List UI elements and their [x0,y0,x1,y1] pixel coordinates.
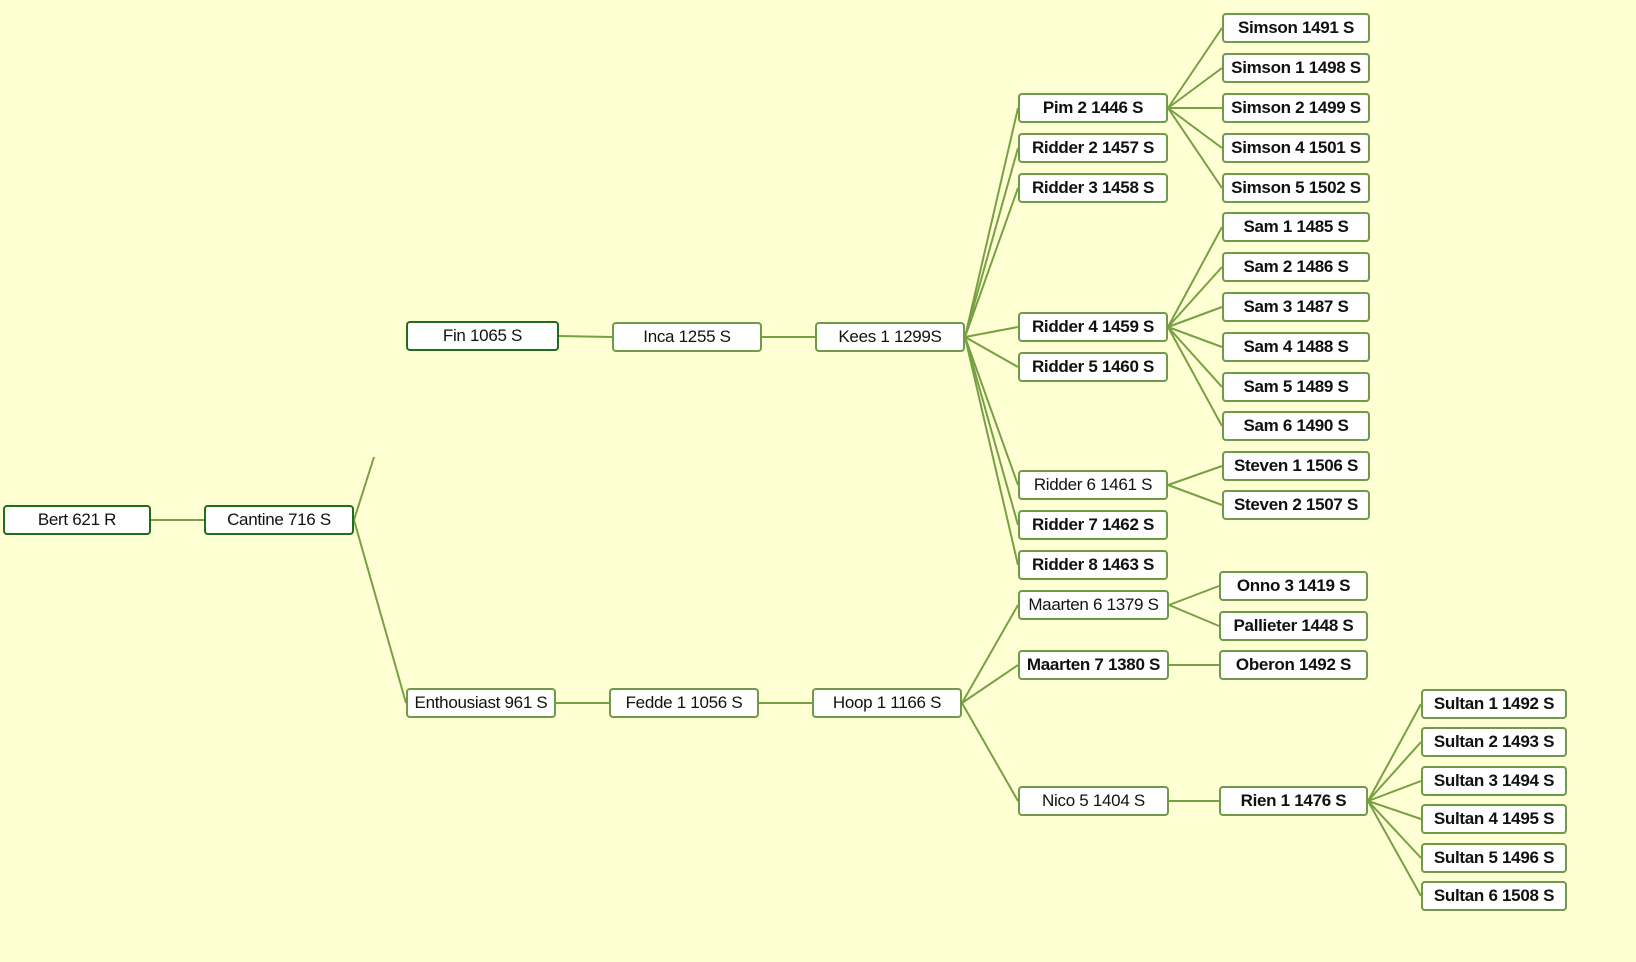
connector-rien1-sultan4 [1367,800,1422,820]
connector-ridder4-sam4 [1167,326,1223,348]
connector-kees-pim2 [964,107,1019,338]
node-sultan5[interactable]: Sultan 5 1496 S [1421,843,1567,873]
node-ridder3[interactable]: Ridder 3 1458 S [1018,173,1168,203]
connector-kees-ridder2 [964,147,1019,338]
node-cantine[interactable]: Cantine 716 S [204,505,354,535]
connector-fin-inca [558,335,613,338]
connector-rien1-sultan3 [1367,780,1422,802]
connector-kees-ridder3 [964,187,1019,338]
connector-kees-ridder7 [964,336,1019,526]
connector-pim2-simson5 [1167,107,1223,189]
node-sam1[interactable]: Sam 1 1485 S [1222,212,1370,242]
node-sultan3[interactable]: Sultan 3 1494 S [1421,766,1567,796]
connector-kees-ridder6 [964,336,1019,486]
node-ridder6[interactable]: Ridder 6 1461 S [1018,470,1168,500]
connector-hoop-nico5 [961,702,1019,802]
connector-hoop-maarten6 [961,604,1019,704]
node-sultan1[interactable]: Sultan 1 1492 S [1421,689,1567,719]
connector-rien1-sultan5 [1367,800,1422,859]
node-onno3[interactable]: Onno 3 1419 S [1219,571,1368,601]
node-oberon[interactable]: Oberon 1492 S [1219,650,1368,680]
connector-pim2-simson4 [1167,107,1223,149]
node-simson2[interactable]: Simson 2 1499 S [1222,93,1370,123]
node-sam5[interactable]: Sam 5 1489 S [1222,372,1370,402]
connector-pim2-simson [1167,27,1223,109]
connector-kees-ridder8 [964,336,1019,566]
node-simson5[interactable]: Simson 5 1502 S [1222,173,1370,203]
node-nico5[interactable]: Nico 5 1404 S [1018,786,1169,816]
connector-maarten6-pallieter [1168,604,1220,627]
connector-ridder4-sam6 [1167,326,1223,427]
node-rien1[interactable]: Rien 1 1476 S [1219,786,1368,816]
connector-ridder6-steven1 [1167,465,1223,486]
node-pim2[interactable]: Pim 2 1446 S [1018,93,1168,123]
node-sam2[interactable]: Sam 2 1486 S [1222,252,1370,282]
node-kees[interactable]: Kees 1 1299S [815,322,965,352]
node-fedde[interactable]: Fedde 1 1056 S [609,688,759,718]
connector-ridder4-sam3 [1167,306,1223,328]
connector-rien1-sultan1 [1367,703,1422,802]
node-ridder2[interactable]: Ridder 2 1457 S [1018,133,1168,163]
connector-ridder6-steven2 [1167,484,1223,506]
node-steven1[interactable]: Steven 1 1506 S [1222,451,1370,481]
node-hoop[interactable]: Hoop 1 1166 S [812,688,962,718]
node-ridder7[interactable]: Ridder 7 1462 S [1018,510,1168,540]
connector-fragment [353,456,375,521]
node-maarten6[interactable]: Maarten 6 1379 S [1018,590,1169,620]
node-sultan2[interactable]: Sultan 2 1493 S [1421,727,1567,757]
node-simson[interactable]: Simson 1491 S [1222,13,1370,43]
connector-pim2-simson1 [1167,67,1223,109]
node-ridder4[interactable]: Ridder 4 1459 S [1018,312,1168,342]
connector-maarten6-onno3 [1168,585,1220,606]
node-sam3[interactable]: Sam 3 1487 S [1222,292,1370,322]
node-steven2[interactable]: Steven 2 1507 S [1222,490,1370,520]
node-sam6[interactable]: Sam 6 1490 S [1222,411,1370,441]
connector-ridder4-sam1 [1167,226,1223,328]
node-simson1[interactable]: Simson 1 1498 S [1222,53,1370,83]
node-ridder8[interactable]: Ridder 8 1463 S [1018,550,1168,580]
connector-rien1-sultan2 [1367,741,1422,802]
node-sultan4[interactable]: Sultan 4 1495 S [1421,804,1567,834]
node-sam4[interactable]: Sam 4 1488 S [1222,332,1370,362]
node-pallieter[interactable]: Pallieter 1448 S [1219,611,1368,641]
node-simson4[interactable]: Simson 4 1501 S [1222,133,1370,163]
connector-kees-ridder4 [964,326,1019,338]
node-inca[interactable]: Inca 1255 S [612,322,762,352]
node-fin[interactable]: Fin 1065 S [406,321,559,351]
node-enthousiast[interactable]: Enthousiast 961 S [406,688,556,718]
connector-rien1-sultan6 [1367,800,1422,897]
connector-kees-ridder5 [964,336,1019,368]
connector-ridder4-sam5 [1167,326,1223,388]
node-sultan6[interactable]: Sultan 6 1508 S [1421,881,1567,911]
node-maarten7[interactable]: Maarten 7 1380 S [1018,650,1169,680]
node-ridder5[interactable]: Ridder 5 1460 S [1018,352,1168,382]
connector-ridder4-sam2 [1167,266,1223,328]
connector-cantine-enthousiast [353,519,407,704]
node-bert[interactable]: Bert 621 R [3,505,151,535]
connector-hoop-maarten7 [961,664,1019,704]
